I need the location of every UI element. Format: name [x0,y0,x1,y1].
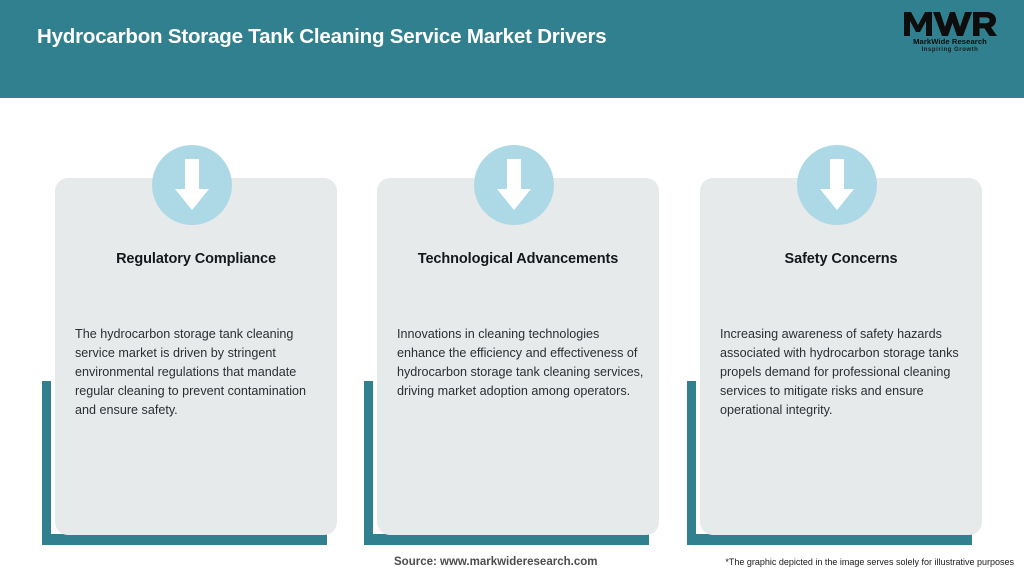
card-panel [377,178,659,535]
mwr-monogram-icon [902,11,998,37]
card-body-text: Increasing awareness of safety hazards a… [720,327,959,417]
bracket-left-bar [364,381,373,545]
header-bar [0,0,1024,98]
bracket-bottom-bar [42,534,327,545]
card-title: Technological Advancements [417,251,619,267]
down-arrow-icon [152,145,232,225]
card-title: Safety Concerns [784,251,898,267]
card-body-text: Innovations in cleaning technologies enh… [397,327,644,398]
brand-logo: MarkWide Research Inspiring Growth [902,11,998,53]
logo-tagline: Inspiring Growth [921,46,979,53]
disclaimer-label: *The graphic depicted in the image serve… [725,557,1014,567]
bracket-left-bar [687,381,696,545]
driver-card: Safety Concerns Increasing awareness of … [687,145,982,545]
down-arrow-icon [797,145,877,225]
page-title: Hydrocarbon Storage Tank Cleaning Servic… [37,25,607,48]
driver-card: Regulatory Compliance The hydrocarbon st… [42,145,337,545]
driver-card: Technological Advancements Innovations i… [364,145,659,545]
card-body-text: The hydrocarbon storage tank cleaning se… [75,327,307,417]
card-panel [700,178,982,535]
logo-company-name: MarkWide Research [913,37,987,46]
bracket-left-bar [42,381,51,545]
down-arrow-icon [474,145,554,225]
source-label: Source: www.markwideresearch.com [394,556,598,568]
card-panel [55,178,337,535]
bracket-bottom-bar [364,534,649,545]
card-title: Regulatory Compliance [116,251,276,267]
bracket-bottom-bar [687,534,972,545]
